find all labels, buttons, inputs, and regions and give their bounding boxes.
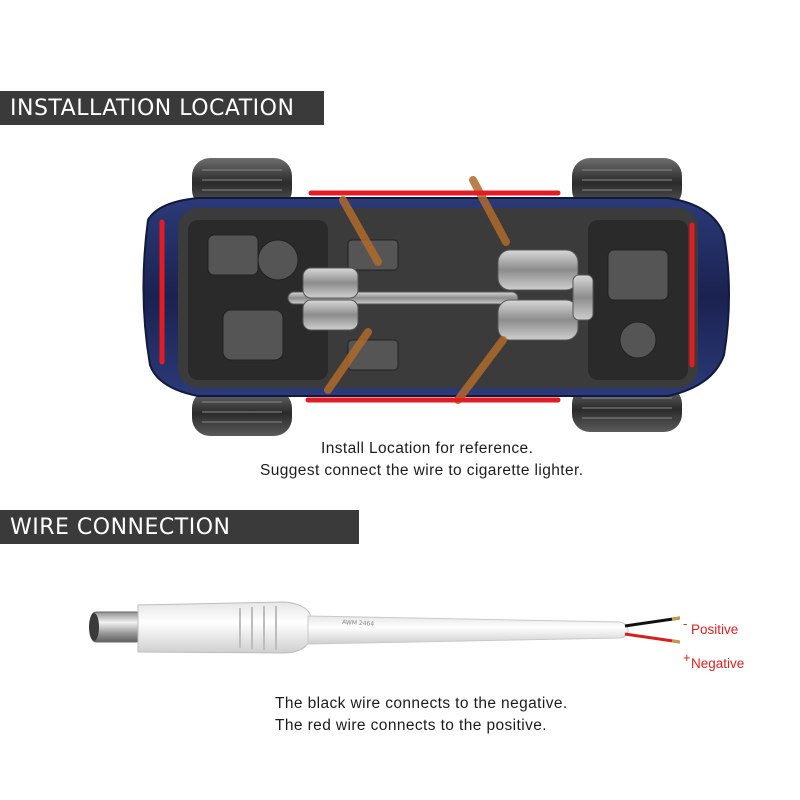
tire-front-left bbox=[192, 158, 292, 208]
installation-location-title: INSTALLATION LOCATION bbox=[10, 95, 295, 121]
tire-rear-right bbox=[572, 386, 682, 432]
minus-sign: - bbox=[683, 616, 688, 631]
wire-label-top-text: Positive bbox=[691, 622, 739, 637]
dc-cable-svg: AWM 2464 bbox=[89, 601, 681, 654]
plug-housing bbox=[137, 601, 311, 654]
wire-connection-banner: WIRE CONNECTION bbox=[0, 510, 359, 544]
red-wire bbox=[624, 632, 681, 644]
black-wire bbox=[624, 616, 681, 628]
plus-sign: + bbox=[683, 650, 691, 665]
tire-rear-left bbox=[192, 390, 292, 436]
exhaust-system bbox=[287, 249, 594, 341]
wire-label-bottom: + Negative bbox=[683, 650, 745, 671]
installation-caption-line1: Install Location for reference. bbox=[321, 440, 534, 457]
installation-caption-line2: Suggest connect the wire to cigarette li… bbox=[260, 462, 584, 479]
led-strip-locations bbox=[159, 190, 695, 403]
white-cable bbox=[307, 615, 629, 645]
wire-caption-line1: The black wire connects to the negative. bbox=[275, 695, 568, 712]
barrel-plug-tip bbox=[91, 611, 141, 643]
wire-connection-title: WIRE CONNECTION bbox=[10, 514, 231, 540]
chassis-components bbox=[207, 234, 669, 371]
wire-label-bottom-text: Negative bbox=[691, 656, 745, 671]
installation-location-banner: INSTALLATION LOCATION bbox=[0, 91, 324, 125]
car-underside-illustration bbox=[128, 150, 738, 440]
cable-print-text: AWM 2464 bbox=[342, 619, 375, 628]
cross-straps bbox=[324, 176, 510, 404]
wire-label-top: - Positive bbox=[683, 616, 739, 637]
tire-front-right bbox=[572, 158, 682, 208]
wire-caption-line2: The red wire connects to the positive. bbox=[275, 717, 547, 734]
dc-power-cable-illustration: AWM 2464 bbox=[80, 590, 681, 670]
car-underside-svg bbox=[142, 158, 730, 436]
